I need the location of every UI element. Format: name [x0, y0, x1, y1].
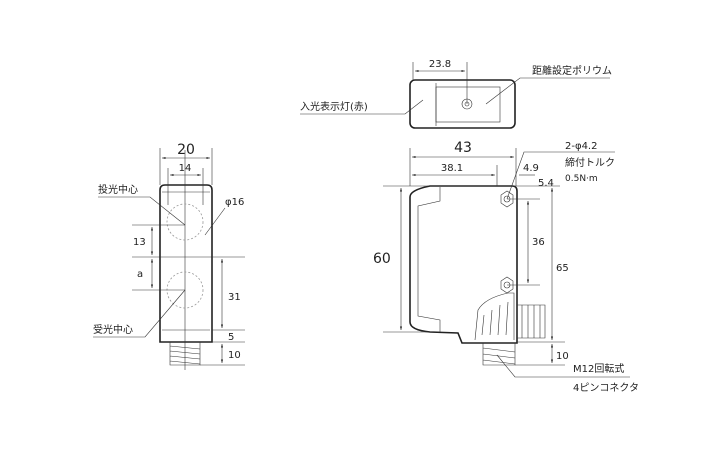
dim-5-4: 5.4 — [538, 178, 554, 189]
dim-36: 36 — [532, 237, 545, 248]
front-view: 43 38.1 4.9 5.4 60 36 65 10 2-φ4.2 締付トルク… — [373, 140, 639, 394]
dim-23-8: 23.8 — [429, 59, 451, 70]
torque-value: 0.5N·m — [565, 174, 598, 184]
label-lens-dia: φ16 — [225, 197, 244, 208]
dim-43: 43 — [454, 140, 472, 156]
dim-width: 20 — [177, 142, 195, 158]
label-receiver-center: 受光中心 — [93, 323, 133, 336]
label-connector-type: M12回転式 — [573, 362, 624, 375]
label-holes: 2-φ4.2 — [565, 141, 597, 152]
dim-38-1: 38.1 — [441, 163, 463, 174]
connector-grip — [474, 292, 515, 341]
label-torque: 締付トルク — [565, 156, 615, 169]
sensor-body-front — [409, 185, 518, 344]
label-connector-pins: 4ピンコネクタ — [573, 382, 639, 394]
side-thread — [517, 304, 546, 339]
dim-inner: 14 — [179, 163, 192, 174]
dim-4-9: 4.9 — [523, 163, 539, 174]
bottom-thread — [482, 343, 516, 366]
sensor-body-side — [159, 184, 213, 343]
label-distance-pot: 距離設定ポリウム — [532, 64, 612, 77]
emitter-lens — [166, 203, 204, 241]
label-emitter-center: 投光中心 — [98, 183, 138, 196]
dim-65: 65 — [556, 263, 569, 274]
dim-60: 60 — [373, 251, 391, 267]
side-view: 20 14 13 a 31 5 10 投光中心 φ16 受光中心 — [93, 142, 245, 370]
dim-10-front: 10 — [556, 351, 569, 362]
dim-10: 10 — [228, 350, 241, 361]
top-view: 23.8 距離設定ポリウム 入光表示灯(赤) — [300, 59, 612, 129]
mount-hole-upper — [500, 190, 514, 208]
dim-a: a — [137, 269, 143, 280]
label-indicator: 入光表示灯(赤) — [300, 100, 368, 113]
dim-31: 31 — [228, 292, 241, 303]
dim-13: 13 — [133, 237, 146, 248]
sensor-body-top — [409, 79, 516, 129]
dim-5: 5 — [228, 332, 234, 343]
mount-hole-lower — [500, 276, 514, 294]
